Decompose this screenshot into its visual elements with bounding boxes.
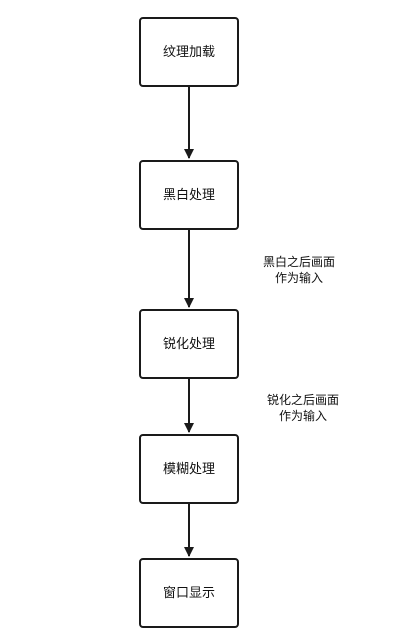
black-white-processing-node: 黑白处理	[139, 160, 239, 230]
window-display-label: 窗口显示	[162, 585, 215, 601]
black-white-output-note-line-2: 作为输入	[274, 271, 323, 285]
sharpen-output-note-line-1: 锐化之后画面	[266, 393, 339, 407]
texture-loading-node: 纹理加载	[139, 17, 239, 87]
sharpen-output-note: 锐化之后画面 作为输入	[233, 392, 373, 424]
black-white-output-note: 黑白之后画面 作为输入	[229, 254, 369, 286]
blur-processing-node: 模糊处理	[139, 434, 239, 504]
blur-processing-label: 模糊处理	[162, 461, 215, 477]
sharpen-output-note-line-2: 作为输入	[278, 409, 327, 423]
window-display-node: 窗口显示	[139, 558, 239, 628]
sharpen-processing-label: 锐化处理	[162, 336, 215, 352]
black-white-output-note-line-1: 黑白之后画面	[262, 255, 335, 269]
black-white-processing-label: 黑白处理	[162, 187, 215, 203]
texture-loading-label: 纹理加载	[162, 44, 215, 60]
sharpen-processing-node: 锐化处理	[139, 309, 239, 379]
